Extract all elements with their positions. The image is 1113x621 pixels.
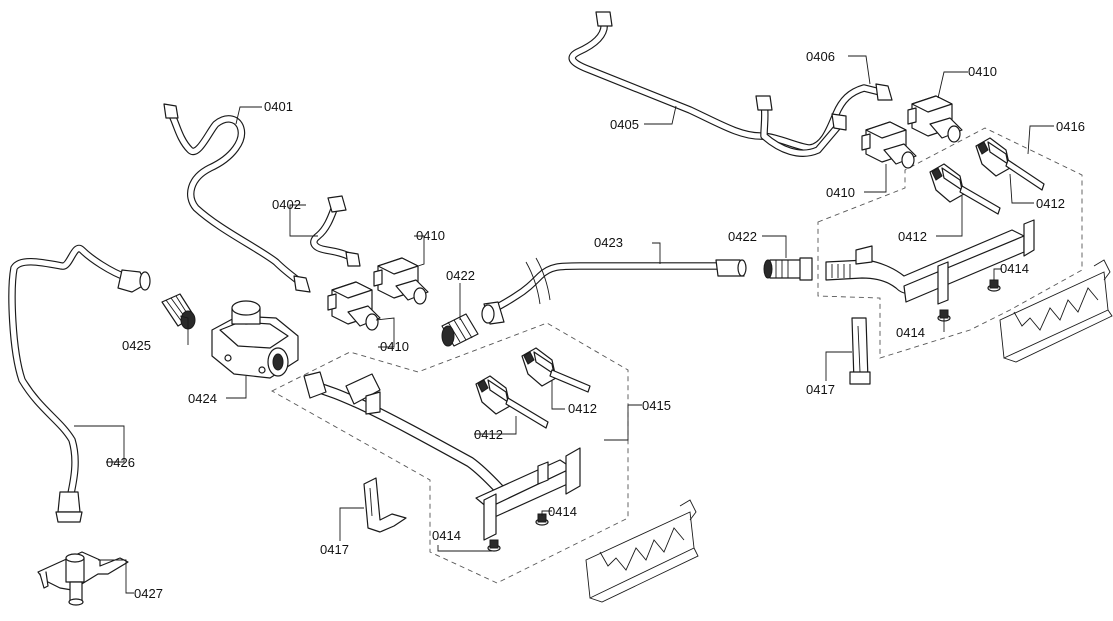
leader-lines [74,55,1054,594]
ignition-electrode-0412-right-lower [929,163,1001,215]
callout-0412-left-lower: 0412 [474,427,503,442]
gas-tube-0405 [568,11,893,157]
callout-labels: 0401 0402 0405 0406 0410 0410 0410 0410 … [106,49,1085,601]
callout-0410-top-right: 0410 [968,64,997,79]
callout-0427: 0427 [134,586,163,601]
fitting-bracket-0427 [37,551,129,606]
callout-0405: 0405 [610,117,639,132]
support-frame-left [585,499,699,603]
callout-0415: 0415 [642,398,671,413]
callout-0412-right-lower: 0412 [898,229,927,244]
callout-0414-left-b: 0414 [548,504,577,519]
callout-0402: 0402 [272,197,301,212]
bracket-0417-left [363,477,407,533]
screw-0414-right-a [987,279,1001,292]
callout-0424: 0424 [188,391,217,406]
callout-0410-left-lower: 0410 [380,339,409,354]
callout-0425: 0425 [122,338,151,353]
callout-0417-left: 0417 [320,542,349,557]
callout-0422-left: 0422 [446,268,475,283]
callout-0414-right-lower: 0414 [896,325,925,340]
gas-tube-0401 [163,103,311,293]
screw-0414-left-b [535,513,549,526]
callout-0414-left-a: 0414 [432,528,461,543]
callout-0414-right-upper: 0414 [1000,261,1029,276]
burner-assembly-outline-right [817,127,1083,359]
bracket-0417-right [849,317,871,385]
fitting-0422-left [441,313,479,347]
callout-0426: 0426 [106,455,135,470]
fitting-0422-right [763,257,813,281]
long-gas-tube-0426 [8,244,151,523]
callout-0410-left-upper: 0410 [416,228,445,243]
screw-0414-left-a [487,539,501,552]
burner-tube-0416 [825,219,1035,305]
support-frame-right [999,259,1113,363]
callout-0410-mid-right: 0410 [826,185,855,200]
gas-tube-0423 [481,257,747,325]
callout-0401: 0401 [264,99,293,114]
solenoid-valve-0410-right-lower [861,121,917,169]
burner-tube-0415 [303,371,581,541]
callout-0406: 0406 [806,49,835,64]
callout-0417-right: 0417 [806,382,835,397]
burner-assembly-outline-left [271,322,629,584]
callout-0412-left-upper: 0412 [568,401,597,416]
solenoid-valve-0410-left-upper [373,257,429,305]
ignition-electrode-0412-left-upper [521,347,591,393]
ignition-electrode-0412-left-lower [475,375,549,429]
solenoid-valve-0410-left-lower [327,281,381,331]
callout-0422-right: 0422 [728,229,757,244]
ignition-electrode-0412-right-upper [975,137,1045,191]
fitting-0425 [161,293,196,330]
callout-0412-right-upper: 0412 [1036,196,1065,211]
gas-tube-0402 [310,195,361,267]
pressure-regulator-0424 [211,300,299,379]
callout-0416: 0416 [1056,119,1085,134]
solenoid-valve-0410-right-upper [907,95,963,143]
callout-0423: 0423 [594,235,623,250]
